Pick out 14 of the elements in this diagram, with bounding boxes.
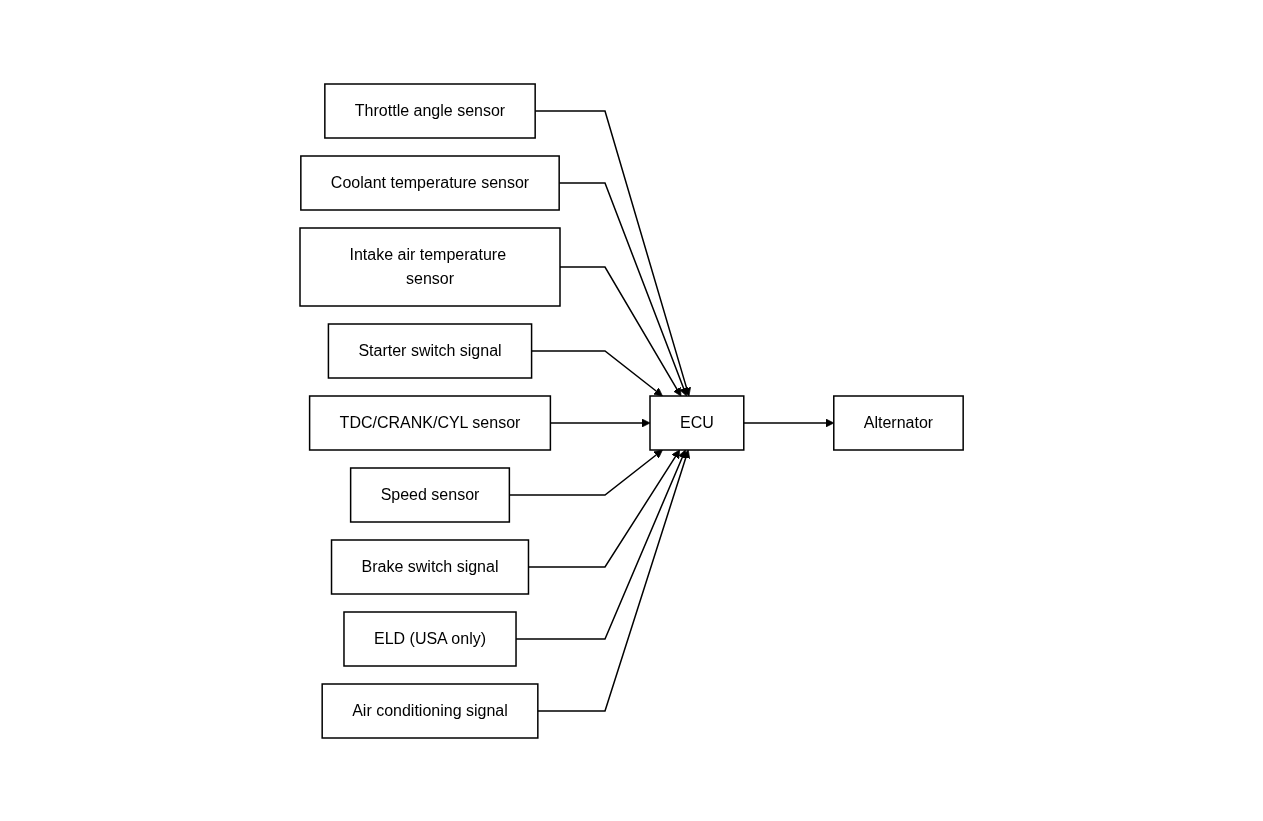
node-box: ECU [649, 394, 745, 451]
node-box: TDC/CRANK/CYL sensor [308, 394, 552, 451]
arrow [559, 265, 682, 396]
node-box: Throttle angle sensor [324, 82, 536, 139]
node-box: Starter switch signal [327, 322, 533, 379]
arrow [537, 449, 690, 712]
node-box: Coolant temperature sensor [300, 154, 560, 211]
node-box: Air conditioning signal [321, 682, 539, 739]
node-box: Intake air temperature sensor [299, 226, 561, 307]
node-box: Alternator [832, 394, 964, 451]
node-box: ELD (USA only) [343, 610, 517, 667]
node-box: Speed sensor [349, 466, 511, 523]
node-box: Brake switch signal [330, 538, 530, 595]
arrow [515, 449, 687, 640]
